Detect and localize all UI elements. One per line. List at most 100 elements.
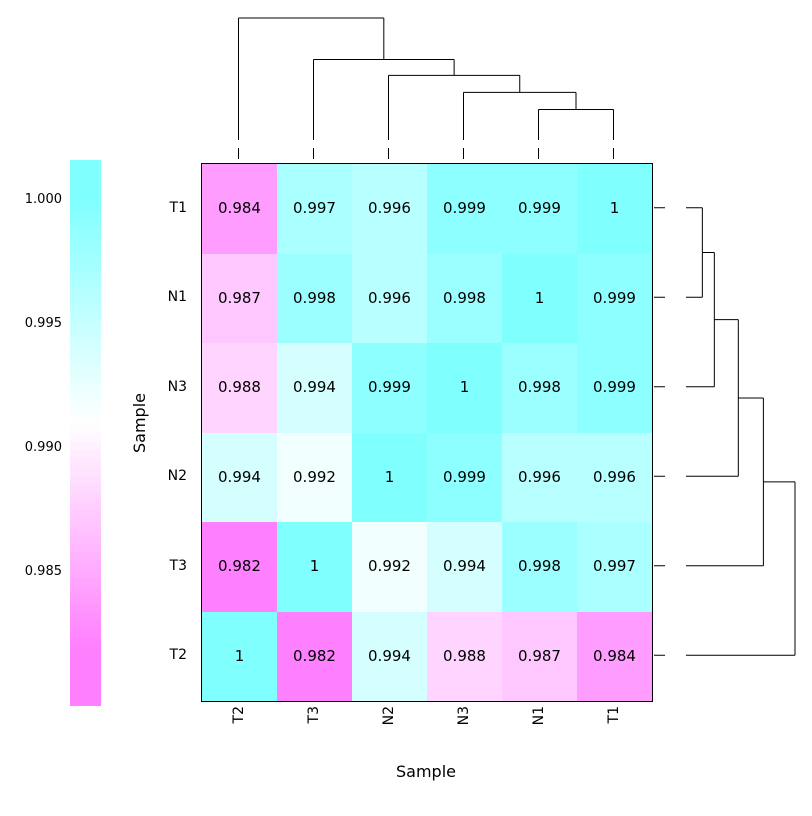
color-key-segment	[70, 578, 101, 587]
color-key-segment	[70, 168, 101, 178]
color-key-segment	[70, 509, 101, 519]
color-key-segment	[70, 313, 101, 323]
color-key-segment	[70, 441, 101, 451]
color-key-segment	[70, 236, 101, 246]
heatmap-cell: 0.994	[352, 611, 427, 701]
heatmap-cell: 0.994	[427, 522, 502, 612]
color-key-segment	[70, 322, 101, 331]
color-key-tick-label: 0.990	[24, 439, 62, 455]
heatmap-cell: 0.987	[502, 611, 577, 701]
color-key-segment	[70, 501, 101, 510]
heatmap-cell: 0.999	[502, 164, 577, 254]
heatmap-cell: 0.996	[502, 432, 577, 522]
color-key-segment	[70, 262, 101, 271]
color-key-segment	[70, 364, 101, 374]
color-key-segment	[70, 595, 101, 604]
heatmap-cell: 0.992	[277, 432, 352, 522]
color-key-segment	[70, 177, 101, 186]
color-key-segment	[70, 620, 101, 630]
heatmap-cell: 0.999	[352, 343, 427, 433]
color-key-tick-label: 0.985	[24, 563, 62, 579]
color-key-segment	[70, 305, 101, 314]
col-label: N2	[380, 706, 397, 726]
color-key-segment	[70, 270, 101, 280]
color-key-segment	[70, 560, 101, 570]
heatmap-cell: 0.999	[427, 164, 502, 254]
color-key-segment	[70, 398, 101, 408]
heatmap-cell: 0.988	[427, 611, 502, 701]
col-label: T3	[305, 706, 322, 724]
color-key-segment	[70, 586, 101, 596]
heatmap-cell: 0.998	[502, 343, 577, 433]
color-key-segment	[70, 330, 101, 340]
heatmap-cell: 0.992	[352, 522, 427, 612]
color-key-segment	[70, 484, 101, 493]
row-label: T3	[169, 557, 187, 574]
color-key-segment	[70, 160, 101, 169]
color-key-segment	[70, 279, 101, 288]
color-key-segment	[70, 287, 101, 297]
heatmap-cell: 1	[352, 432, 427, 522]
color-key-segment	[70, 373, 101, 382]
color-key-tick-label: 0.995	[24, 315, 62, 331]
row-label: N3	[167, 378, 187, 395]
heatmap-cell: 0.984	[577, 611, 652, 701]
heatmap-cell: 0.982	[202, 522, 277, 612]
color-key-segment	[70, 535, 101, 544]
heatmap-cell: 1	[277, 522, 352, 612]
heatmap-cell: 0.999	[577, 343, 652, 433]
color-key-segment	[70, 475, 101, 485]
color-key-segment	[70, 296, 101, 306]
heatmap-cell: 0.996	[352, 253, 427, 343]
heatmap-cell: 1	[502, 253, 577, 343]
color-key-segment	[70, 390, 101, 399]
heatmap-cell: 1	[202, 611, 277, 701]
heatmap-cell: 0.998	[502, 522, 577, 612]
color-key-segment	[70, 612, 101, 621]
color-key-segment	[70, 339, 101, 348]
row-label: N2	[167, 468, 187, 485]
color-key-segment	[70, 629, 101, 638]
color-key-segment	[70, 228, 101, 237]
heatmap-cell: 0.984	[202, 164, 277, 254]
color-key-segment	[70, 415, 101, 425]
color-key-segment	[70, 356, 101, 365]
row-label: T1	[169, 199, 187, 216]
heatmap-cell: 1	[577, 164, 652, 254]
color-key-segment	[70, 347, 101, 357]
color-key-segment	[70, 381, 101, 391]
color-key-segment	[70, 458, 101, 468]
color-key-segment	[70, 202, 101, 212]
color-key-segment	[70, 680, 101, 689]
color-key-tick-label: 1.000	[24, 191, 62, 207]
y-axis-title: Sample	[130, 393, 149, 453]
color-key-segment	[70, 253, 101, 263]
col-label: N3	[455, 706, 472, 726]
color-key-segment	[70, 671, 101, 681]
color-key-segment	[70, 663, 101, 672]
col-label: T1	[605, 706, 622, 724]
color-key-segment	[70, 646, 101, 655]
heatmap-cell: 0.998	[427, 253, 502, 343]
color-key-segment	[70, 492, 101, 502]
row-label: N1	[167, 289, 187, 306]
heatmap-cell: 1	[427, 343, 502, 433]
heatmap-cell: 0.994	[277, 343, 352, 433]
color-key-segment	[70, 467, 101, 476]
color-key-segment	[70, 211, 101, 220]
color-key-segment	[70, 688, 101, 698]
color-key-segment	[70, 569, 101, 579]
row-label: T2	[169, 647, 187, 664]
color-key-segment	[70, 526, 101, 536]
color-key-segment	[70, 219, 101, 229]
color-key-segment	[70, 543, 101, 553]
heatmap-cell: 0.997	[277, 164, 352, 254]
heatmap-cell: 0.996	[577, 432, 652, 522]
heatmap-cell: 0.988	[202, 343, 277, 433]
heatmap-cell: 0.987	[202, 253, 277, 343]
color-key-segment	[70, 654, 101, 664]
col-label: N1	[530, 706, 547, 726]
heatmap-cell: 0.997	[577, 522, 652, 612]
color-key-segment	[70, 424, 101, 433]
